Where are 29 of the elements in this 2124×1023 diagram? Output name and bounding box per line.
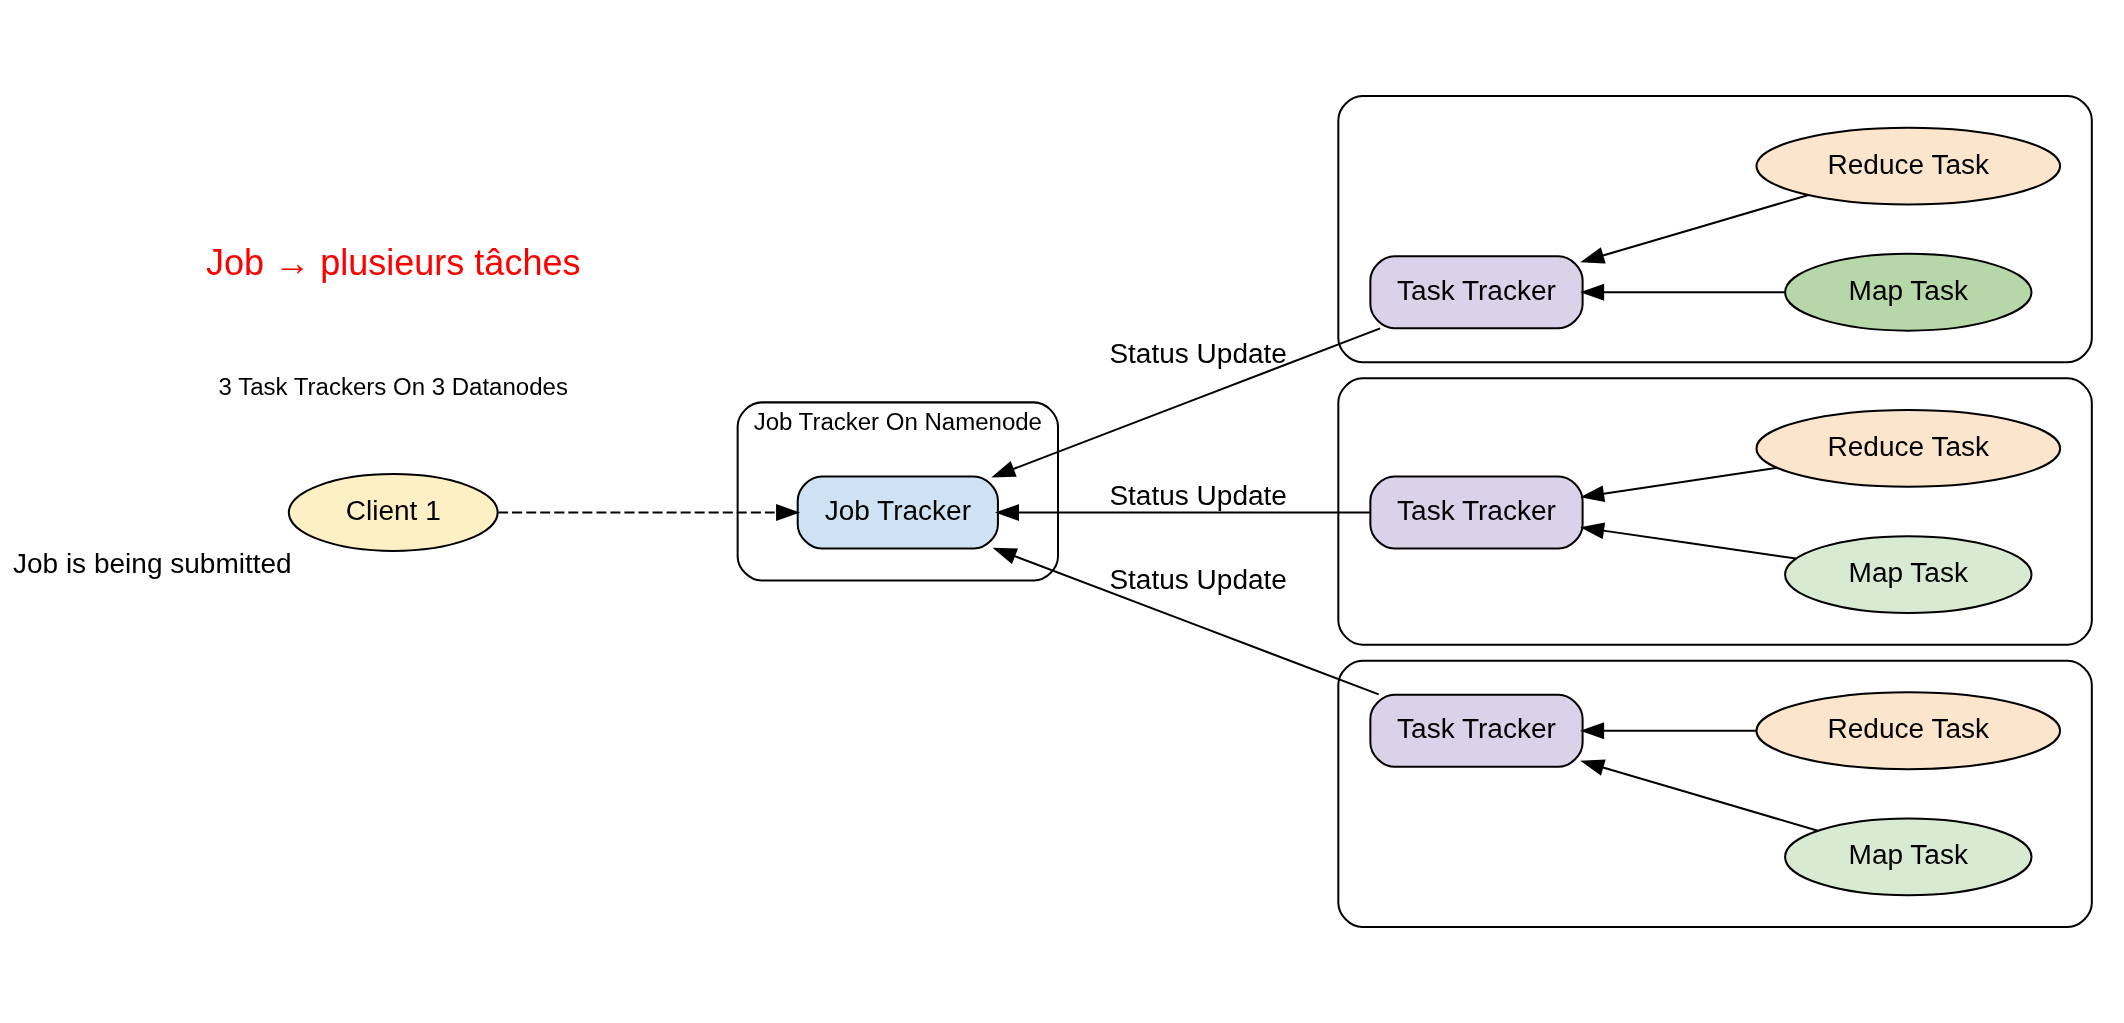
node-ellipse: Map Task [1784, 252, 2033, 332]
arrow [994, 504, 1371, 521]
arrow [1580, 466, 1779, 503]
cluster [1337, 659, 2093, 928]
arrow [1580, 283, 1786, 301]
node-ellipse: Reduce Task [1755, 126, 2062, 206]
arrow [1580, 759, 1819, 832]
arrow [497, 504, 801, 521]
arrow [992, 547, 1380, 696]
edge-label: Status Update [1109, 479, 1287, 511]
edge-label: Status Update [1109, 563, 1287, 595]
node-box: Task Tracker [1369, 475, 1584, 550]
label: Job → plusieurs tâches [205, 242, 581, 284]
node-ellipse: Client 1 [287, 473, 499, 552]
arrow [1580, 522, 1797, 560]
cluster [1337, 95, 2093, 364]
arrow [1580, 193, 1810, 264]
node-box: Job Tracker [796, 475, 999, 550]
node-box: Task Tracker [1369, 255, 1584, 330]
node-ellipse: Map Task [1784, 817, 2033, 897]
arrow [1580, 722, 1758, 740]
edge-label: Status Update [1109, 337, 1287, 369]
node-ellipse: Reduce Task [1755, 691, 2062, 771]
node-ellipse: Reduce Task [1755, 409, 2062, 488]
node-ellipse: Map Task [1784, 535, 2033, 614]
node-box: Task Tracker [1369, 693, 1584, 768]
label: 3 Task Trackers On 3 Datanodes [218, 372, 568, 400]
cluster [1337, 377, 2093, 646]
arrow [991, 327, 1382, 478]
